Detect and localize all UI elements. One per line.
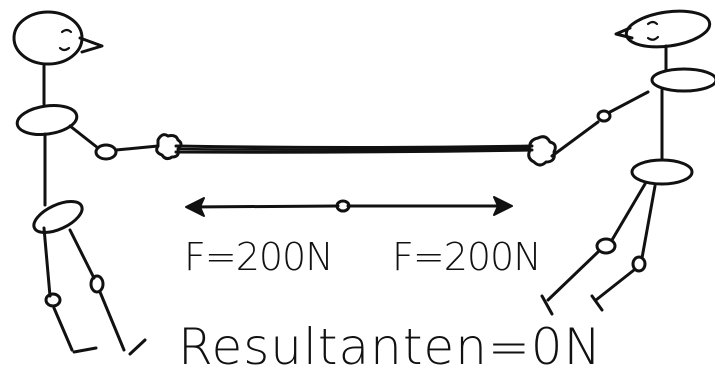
rope-line-top: [174, 144, 534, 149]
left-person-shin-front: [98, 290, 126, 352]
right-force-label: F=200N: [392, 235, 541, 279]
right-person-mouth: [646, 35, 660, 41]
left-person-thigh-front: [68, 228, 96, 280]
force-arrows: [185, 196, 513, 217]
right-person-foot-back: [540, 294, 554, 316]
left-force-label: F=200N: [184, 235, 333, 279]
right-force-arrowhead: [493, 196, 513, 216]
right-person-hip: [630, 158, 694, 186]
left-person-eye: [60, 28, 73, 34]
right-person-knee-back: [595, 237, 617, 255]
right-person-head: [624, 9, 712, 49]
right-person-thigh-back: [610, 182, 647, 242]
left-force-arrow-shaft: [188, 204, 340, 209]
right-person-upper-arm: [608, 90, 650, 114]
rope-line-middle: [178, 146, 530, 151]
left-person-foot-front: [128, 338, 147, 356]
force-origin-point: [335, 199, 351, 213]
left-person-nose: [78, 36, 104, 54]
right-person-knee-front: [631, 255, 647, 273]
left-person-foot-back: [72, 346, 98, 354]
left-person: [12, 10, 183, 356]
left-person-thigh-back: [42, 226, 52, 298]
rope-line-bottom: [174, 148, 534, 154]
right-person-shin-front: [594, 268, 636, 302]
right-person-foot-front: [590, 294, 604, 312]
left-person-hand: [155, 133, 183, 161]
left-person-knee-front: [89, 274, 105, 294]
rope: [174, 144, 534, 154]
left-person-elbow: [94, 143, 118, 161]
resultant-label: Resultanten=0N: [178, 318, 602, 376]
right-person-eye: [646, 20, 659, 26]
left-force-arrowhead: [185, 197, 205, 217]
right-person: [527, 9, 715, 316]
right-person-nose: [614, 26, 634, 40]
left-person-shin-back: [52, 306, 74, 352]
left-person-torso: [15, 104, 79, 136]
left-person-head: [12, 10, 84, 66]
right-person-hand: [527, 135, 557, 167]
left-person-hip: [32, 200, 84, 234]
right-person-elbow: [596, 109, 612, 123]
left-person-upper-arm: [68, 124, 100, 150]
right-person-torso: [650, 67, 715, 93]
right-person-shin-back: [546, 250, 600, 302]
left-person-mouth: [58, 46, 71, 52]
right-person-forearm: [550, 120, 600, 158]
left-person-forearm: [114, 144, 160, 152]
left-person-knee-back: [44, 292, 62, 308]
right-person-thigh-front: [640, 184, 657, 260]
